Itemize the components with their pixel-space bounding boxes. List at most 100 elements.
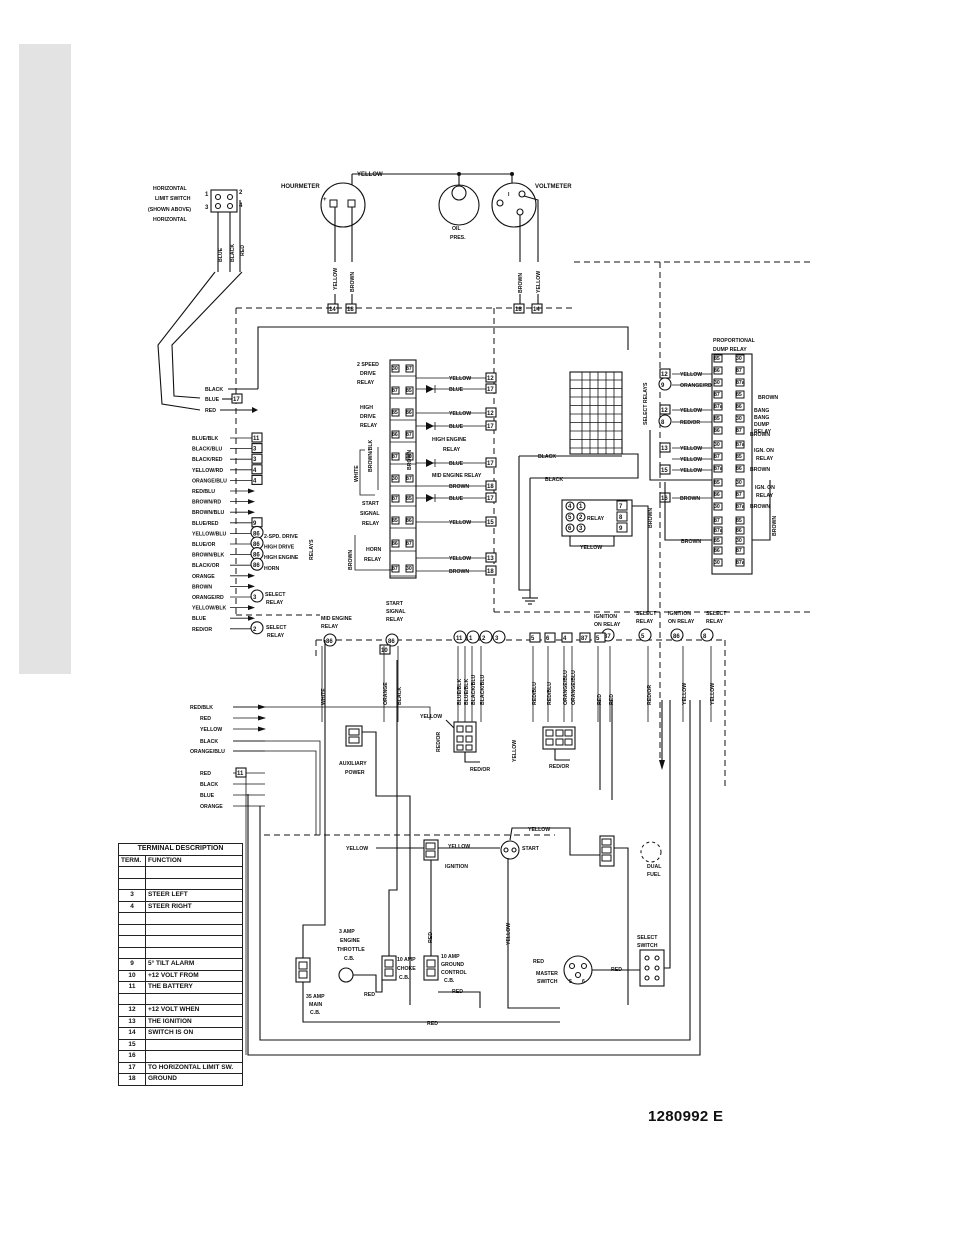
terminal-number: 5: [596, 636, 600, 642]
pin-number: 87: [392, 566, 398, 572]
terminal-number: 86: [673, 634, 680, 640]
cb-label: 10 AMP: [441, 954, 460, 960]
terminal-circle: [492, 630, 506, 644]
pin-number: 87a: [736, 560, 745, 566]
oil-pres-label: OIL: [452, 226, 461, 232]
oil-pres-label: PRES.: [450, 235, 466, 241]
wire-label: BROWN: [348, 550, 354, 570]
wire-label: YELLOW: [357, 172, 383, 178]
wire-label: RED: [609, 694, 615, 705]
wire-label: YELLOW: [449, 411, 471, 417]
hourmeter-gauge: [320, 182, 366, 228]
table-header-function: FUNCTION: [145, 854, 243, 867]
function-cell: STEER RIGHT: [145, 900, 243, 913]
connector-label: MID ENGINE: [321, 616, 352, 622]
left-harness-top: BLACK BLUE 17 RED: [205, 326, 629, 414]
terminal-number: 17: [487, 424, 494, 430]
cb-label: C.B.: [399, 975, 410, 981]
table-row: [118, 877, 243, 890]
pin-number: 86: [406, 518, 412, 524]
terminal-number: 15: [487, 520, 494, 526]
component-label: FUEL: [647, 872, 661, 878]
pin-number: 87: [406, 541, 412, 547]
component-label: SELECT: [637, 935, 658, 941]
wire-label: RED/OR: [549, 764, 569, 770]
pin-number: 86: [714, 492, 720, 498]
pin-number: 4: [239, 203, 243, 209]
relay-name: RELAY: [362, 521, 380, 527]
pin-number: 87a: [736, 504, 745, 510]
wire-label: BROWN: [407, 450, 413, 470]
wire-label: RED: [205, 408, 216, 414]
relay-name: MID ENGINE RELAY: [432, 473, 482, 479]
pin-number: 87a: [714, 404, 723, 410]
wire-label: RED/OR: [436, 732, 442, 752]
wire-label: ORANGE/RD: [192, 595, 224, 601]
wire-label: BLUE: [449, 424, 464, 430]
pin-number: 86: [392, 432, 398, 438]
wire-label: YELLOW/BLU: [192, 531, 227, 537]
terminal-number: 18: [515, 307, 522, 313]
component-label: AUXILIARY: [339, 761, 367, 767]
pin-number: 9: [619, 526, 623, 532]
wire-label: BROWN: [449, 484, 469, 490]
wire-label: YELLOW: [448, 844, 470, 850]
terminal-number: 3: [495, 636, 499, 642]
wire-label: ORANGE: [383, 682, 389, 705]
function-cell: [145, 877, 243, 890]
terminal-box: [659, 464, 671, 475]
pin-number: 85: [406, 496, 412, 502]
wire-label: YELLOW: [536, 271, 542, 293]
connector-label: RELAY: [321, 624, 339, 630]
term-cell: [118, 923, 146, 936]
pin-number: 87a: [736, 380, 745, 386]
wire-label: BLUE: [192, 616, 207, 622]
pin-number: 30: [736, 480, 742, 486]
ignition-switch: IGNITION YELLOW YELLOW: [346, 839, 500, 870]
terminal-number: 12: [661, 408, 668, 414]
component-label: POWER: [345, 770, 365, 776]
relay-reference: RELAY: [267, 633, 285, 639]
pin-number: 30: [736, 416, 742, 422]
pin-number: 87: [406, 366, 412, 372]
terminal-box: [485, 552, 497, 563]
terminal-strip: BLACK BLACK: [518, 371, 639, 605]
pin-number: 87: [714, 454, 720, 460]
table-header-term: TERM.: [118, 854, 146, 867]
pin-number: 87: [736, 548, 742, 554]
connector-label: RELAY: [386, 617, 404, 623]
relay-name: RELAY: [357, 380, 375, 386]
terminal-circle: [453, 630, 467, 644]
terminal-number: 17: [487, 461, 494, 467]
wire-label: YELLOW: [346, 846, 368, 852]
terminal-number: 6: [546, 636, 550, 642]
terminal-box: [485, 492, 497, 503]
terminal-circle: [250, 589, 264, 603]
wire-label: ORANGE/BLU: [192, 478, 227, 484]
terminal-number: 17: [487, 496, 494, 502]
terminal-box: [659, 404, 671, 415]
wire-label: RED/OR: [680, 420, 700, 426]
wire-label: YELLOW: [449, 520, 471, 526]
relay-label: BROWN: [772, 516, 778, 536]
limit-switch-label: LIMIT SWITCH: [155, 196, 191, 202]
wire-label: BLACK/RED: [192, 457, 223, 463]
function-cell: [145, 923, 243, 936]
terminal-number: 12: [661, 372, 668, 378]
start-switch: START YELLOW: [500, 827, 600, 860]
wire-label: RED: [240, 245, 246, 256]
wire-label: BROWN/BLK: [368, 439, 374, 472]
function-cell: THE IGNITION: [145, 1015, 243, 1028]
terminal-box: [251, 443, 263, 454]
pin-number: 1: [205, 192, 209, 198]
limit-switch-label: HORIZONTAL: [153, 217, 187, 223]
wire-label: RED: [364, 992, 375, 998]
pin-number: 87: [736, 428, 742, 434]
terminal-number: 18: [347, 307, 354, 313]
